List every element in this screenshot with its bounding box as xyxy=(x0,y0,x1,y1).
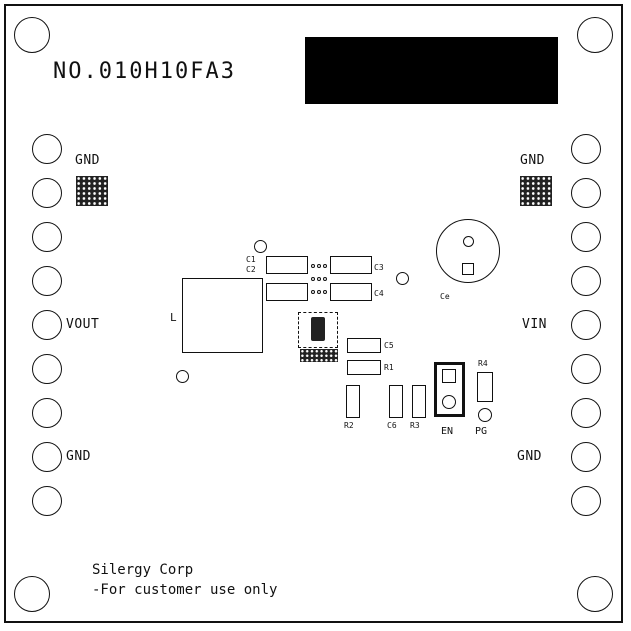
test-point-vout xyxy=(176,370,189,383)
regulator-ic xyxy=(298,312,338,348)
via xyxy=(311,277,315,281)
label-gnd-left-top: GND xyxy=(75,153,100,168)
label-vout: VOUT xyxy=(66,317,100,332)
left-pin-7 xyxy=(32,398,62,428)
via xyxy=(323,290,327,294)
right-pin-1 xyxy=(571,134,601,164)
left-pin-5 xyxy=(32,310,62,340)
capacitor-c5-pad xyxy=(347,338,381,353)
label-ce: Ce xyxy=(440,292,450,301)
resistor-r1-pad xyxy=(347,360,381,375)
left-pin-4 xyxy=(32,266,62,296)
capacitor-c4-pad xyxy=(330,283,372,301)
left-pin-9 xyxy=(32,486,62,516)
capacitor-c3-pad xyxy=(330,256,372,274)
gnd-via-array-left xyxy=(76,176,108,206)
right-pin-3 xyxy=(571,222,601,252)
label-gnd-right-top: GND xyxy=(520,153,545,168)
right-pin-2 xyxy=(571,178,601,208)
test-point-top xyxy=(254,240,267,253)
label-r4: R4 xyxy=(478,359,488,368)
label-inductor: L xyxy=(170,311,177,324)
board-title: NO.010H10FA3 xyxy=(53,59,236,84)
label-pg: PG xyxy=(475,426,488,437)
capacitor-c6-pad xyxy=(389,385,403,418)
left-pin-6 xyxy=(32,354,62,384)
capacitor-c2-pad xyxy=(266,283,308,301)
label-en: EN xyxy=(441,426,454,437)
footer-note: -For customer use only xyxy=(92,582,278,598)
test-point-vin-side xyxy=(396,272,409,285)
resistor-r4-pad xyxy=(477,372,493,402)
mounting-hole-top-right xyxy=(577,17,613,53)
label-c6: C6 xyxy=(387,421,397,430)
footer-company: Silergy Corp xyxy=(92,562,194,578)
resistor-r2-pad xyxy=(346,385,360,418)
label-c2: C2 xyxy=(246,265,256,274)
left-pin-3 xyxy=(32,222,62,252)
label-c3: C3 xyxy=(374,263,384,272)
mounting-hole-top-left xyxy=(14,17,50,53)
electrolytic-capacitor-ce xyxy=(436,219,500,283)
label-c4: C4 xyxy=(374,289,384,298)
label-gnd-left-bottom: GND xyxy=(66,449,91,464)
label-gnd-right-bottom: GND xyxy=(517,449,542,464)
left-pin-1 xyxy=(32,134,62,164)
inductor-footprint xyxy=(182,278,263,353)
mounting-hole-bottom-right xyxy=(577,576,613,612)
en-jumper-pin-square xyxy=(442,369,456,383)
ce-pin-round xyxy=(463,236,474,247)
test-point-pg xyxy=(478,408,492,422)
capacitor-c1-pad xyxy=(266,256,308,274)
via xyxy=(323,277,327,281)
via xyxy=(317,264,321,268)
via xyxy=(317,290,321,294)
right-pin-5 xyxy=(571,310,601,340)
right-pin-9 xyxy=(571,486,601,516)
left-pin-8 xyxy=(32,442,62,472)
ce-pin-square xyxy=(462,263,474,275)
resistor-r3-pad xyxy=(412,385,426,418)
left-pin-2 xyxy=(32,178,62,208)
right-pin-6 xyxy=(571,354,601,384)
right-pin-8 xyxy=(571,442,601,472)
gnd-via-array-right xyxy=(520,176,552,206)
label-c1: C1 xyxy=(246,255,256,264)
pcb-board xyxy=(4,4,623,623)
label-c5: C5 xyxy=(384,341,394,350)
label-vin: VIN xyxy=(522,317,547,332)
label-r1: R1 xyxy=(384,363,394,372)
ic-thermal-pad xyxy=(311,317,325,341)
right-pin-7 xyxy=(571,398,601,428)
via xyxy=(317,277,321,281)
en-jumper-pin-round xyxy=(442,395,456,409)
via xyxy=(311,290,315,294)
label-r3: R3 xyxy=(410,421,420,430)
en-jumper xyxy=(434,362,465,417)
mounting-hole-bottom-left xyxy=(14,576,50,612)
label-r2: R2 xyxy=(344,421,354,430)
via xyxy=(323,264,327,268)
right-pin-4 xyxy=(571,266,601,296)
label-block xyxy=(305,37,558,104)
ic-via-array xyxy=(300,349,338,362)
footer-text: Silergy Corp -For customer use only xyxy=(92,560,277,600)
via xyxy=(311,264,315,268)
